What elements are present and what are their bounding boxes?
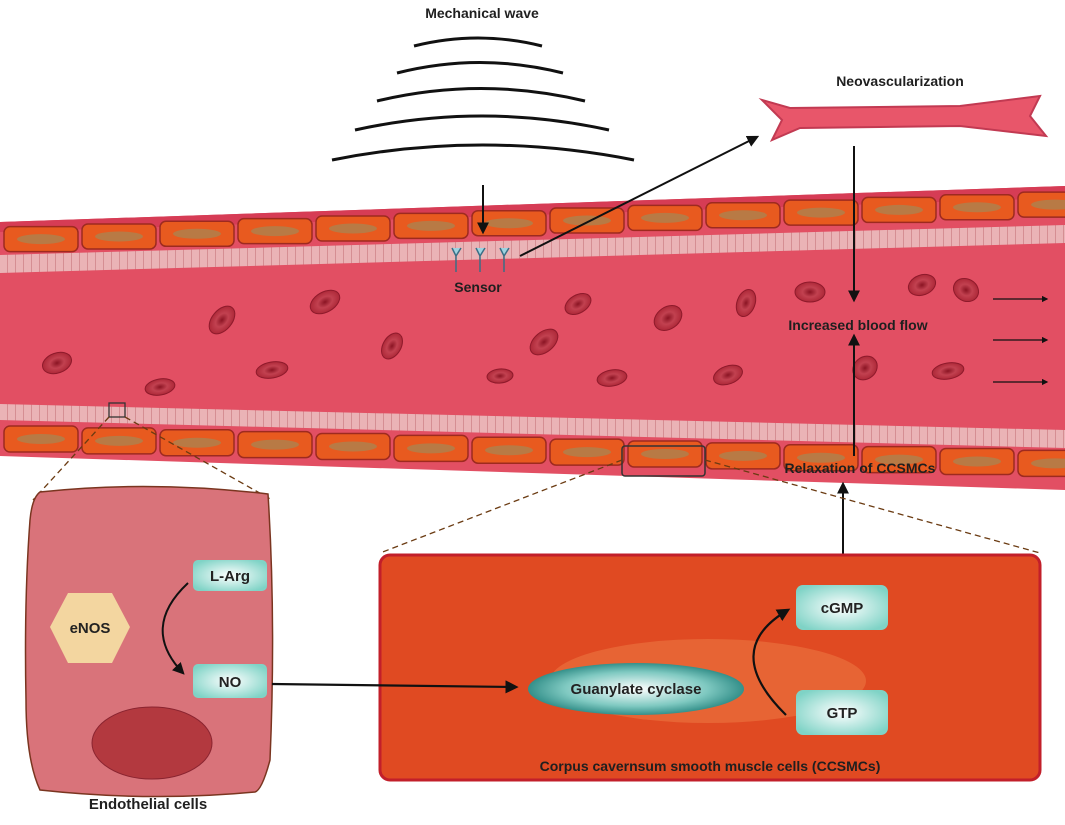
muscle-cell: [315, 215, 391, 242]
muscle-cell: [939, 447, 1015, 476]
muscle-cell: [627, 204, 703, 232]
blood-vessel: [0, 186, 1065, 490]
neovessel-shape: [758, 94, 1049, 142]
muscle-cell: [705, 201, 781, 229]
no-to-guanylate-cyclase-arrow: [271, 680, 519, 694]
no-label: NO: [219, 674, 242, 691]
red-blood-cell: [564, 293, 592, 315]
muscle-cell: [81, 427, 157, 455]
muscle-cell: [3, 425, 79, 453]
guanylate-cyclase-shape: [528, 663, 744, 715]
red-blood-cell: [381, 332, 403, 360]
sensor-receptor-icon: [475, 247, 486, 272]
l-arg-box: [193, 560, 267, 591]
muscle-cell: [315, 432, 391, 461]
gtp-box: [796, 690, 888, 735]
muscle-cell: [783, 443, 859, 472]
muscle-cell: [939, 194, 1015, 221]
increased-blood-flow-label: Increased blood flow: [788, 317, 927, 333]
red-blood-cell: [529, 328, 559, 356]
l-arg-label: L-Arg: [210, 568, 250, 585]
cgmp-label: cGMP: [821, 600, 864, 617]
zoom-box-endothelial: [108, 402, 126, 418]
muscle-cell: [471, 209, 547, 237]
red-blood-cell: [309, 289, 341, 315]
muscle-cell: [549, 438, 625, 466]
sensor-receptor-icon: [499, 247, 510, 272]
red-blood-cell: [794, 281, 826, 303]
red-blood-cell: [144, 378, 176, 396]
red-blood-cell: [486, 368, 514, 384]
red-blood-cell: [653, 305, 683, 331]
sensor-receptors: [451, 247, 510, 272]
guanylate-cyclase-label: Guanylate cyclase: [571, 681, 702, 698]
muscle-cell: [783, 199, 859, 226]
zoom-line: [32, 416, 110, 501]
sensor-to-neovascularization-arrow: [519, 135, 760, 257]
sensor-label: Sensor: [454, 279, 502, 295]
muscle-cell: [1017, 449, 1065, 478]
sensor-receptor-icon: [451, 247, 462, 272]
relaxation-label: Relaxation of CCSMCs: [785, 460, 936, 476]
bottom-muscle-cell-row: [3, 425, 1065, 478]
muscle-cell: [159, 428, 235, 457]
muscle-cell: [159, 220, 235, 248]
red-blood-cell: [907, 273, 937, 297]
endothelial-cells-label: Endothelial cells: [89, 796, 207, 813]
no-box: [193, 664, 267, 698]
muscle-cell: [237, 217, 313, 245]
top-muscle-cell-row: [3, 191, 1065, 253]
zoom-line: [704, 459, 1041, 554]
muscle-cell: [471, 436, 547, 464]
red-blood-cell: [952, 277, 980, 303]
cgmp-box: [796, 585, 888, 630]
muscle-cell: [861, 445, 937, 474]
neovascularization-label: Neovascularization: [836, 73, 964, 89]
red-blood-cell: [713, 364, 743, 386]
red-blood-cell: [208, 305, 236, 335]
endothelial-cell-panel: eNOS L-Arg NO Endothelial cells: [24, 485, 274, 813]
red-blood-cell: [931, 362, 965, 380]
red-blood-cell: [852, 355, 878, 381]
muscle-cell: [549, 207, 625, 234]
muscle-cell: [237, 430, 313, 459]
gtp-label: GTP: [827, 705, 858, 722]
mechanical-wave-label: Mechanical wave: [425, 5, 539, 21]
muscle-cell: [627, 440, 703, 468]
red-blood-cell: [596, 369, 628, 387]
mechanical-wave-arcs: [331, 36, 635, 162]
red-blood-cell: [41, 351, 73, 375]
zoom-line: [379, 459, 623, 554]
ccsmc-caption: Corpus cavernsum smooth muscle cells (CC…: [540, 758, 881, 774]
muscle-cell: [861, 196, 937, 224]
gtp-to-cgmp-arrow: [752, 608, 791, 716]
l-arg-to-no-arrow: [161, 582, 189, 675]
endothelial-nucleus: [91, 706, 213, 780]
zoom-line: [124, 416, 273, 501]
muscle-cell: [81, 223, 157, 250]
endothelium-bottom: [0, 404, 1065, 448]
muscle-cell: [1017, 191, 1065, 218]
enos-hexagon: [50, 593, 130, 663]
ccsmc-panel: Guanylate cyclase cGMP GTP Corpus cavern…: [378, 553, 1042, 782]
muscle-cell: [393, 434, 469, 463]
muscle-cell: [393, 212, 469, 240]
enos-label: eNOS: [70, 620, 111, 637]
red-blood-cells: [41, 273, 980, 396]
muscle-cell: [705, 442, 781, 470]
red-blood-cell: [735, 288, 757, 318]
zoom-box-ccsmc: [621, 445, 706, 477]
muscle-cell: [3, 225, 79, 253]
red-blood-cell: [255, 361, 289, 379]
